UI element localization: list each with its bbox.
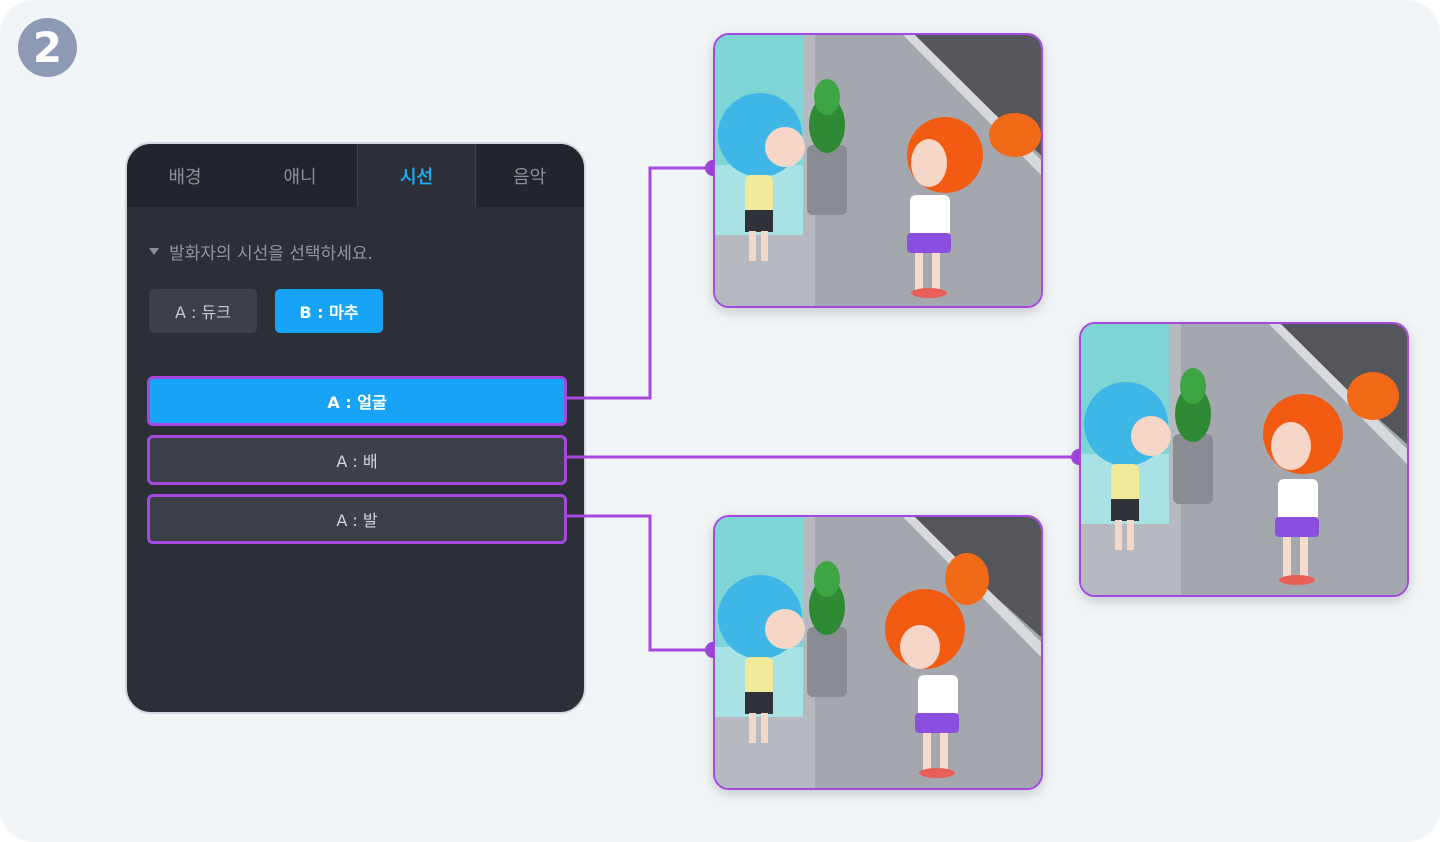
connector-face: [566, 166, 713, 400]
preview-feet-gaze: [713, 515, 1043, 790]
preview-face-gaze: [713, 33, 1043, 308]
tab-bar: 배경 애니 시선 음악: [127, 144, 584, 207]
gaze-instruction: 발화자의 시선을 선택하세요.: [149, 239, 373, 264]
tab-gaze[interactable]: 시선: [357, 144, 476, 207]
instruction-text: 발화자의 시선을 선택하세요.: [169, 244, 373, 264]
gaze-option-feet[interactable]: A : 발: [147, 494, 567, 544]
preview-belly-gaze: [1079, 322, 1409, 597]
gaze-option-face[interactable]: A : 얼굴: [147, 376, 567, 426]
tab-background[interactable]: 배경: [168, 166, 202, 188]
connector-feet: [566, 514, 713, 652]
step-number-badge: 2: [18, 18, 77, 77]
speaker-b-button[interactable]: B : 마추: [275, 289, 383, 333]
speaker-a-button[interactable]: A : 듀크: [149, 289, 257, 333]
gaze-option-belly[interactable]: A : 배: [147, 435, 567, 485]
caret-down-icon: [149, 248, 159, 255]
tab-animation[interactable]: 애니: [283, 166, 317, 188]
gaze-settings-panel: 배경 애니 시선 음악 발화자의 시선을 선택하세요. A : 듀크 B : 마…: [125, 142, 586, 714]
tab-music[interactable]: 음악: [512, 166, 547, 188]
